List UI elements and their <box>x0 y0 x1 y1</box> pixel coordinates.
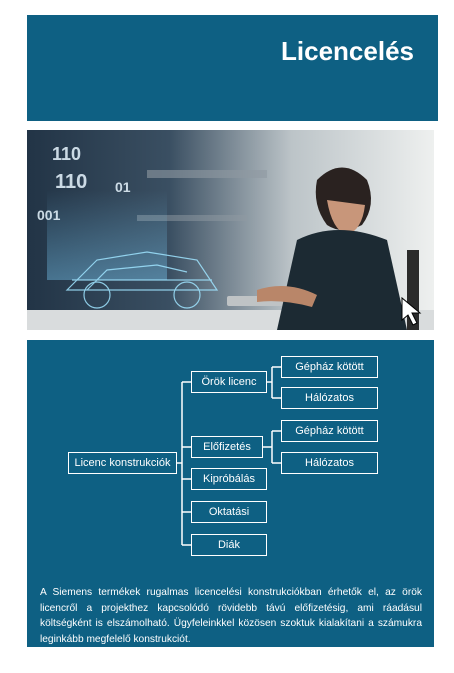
page-title: Licencelés <box>281 36 414 66</box>
branch-node-oktatasi: Oktatási <box>191 501 267 523</box>
binary-text: 001 <box>37 207 61 223</box>
leaf-node-gephez-kotott: Gépház kötött <box>281 356 378 378</box>
binary-text: 110 <box>52 144 81 164</box>
leaf-label: Gépház kötött <box>295 361 364 373</box>
hero-photo-illustration: 110 110 01 001 <box>27 144 434 330</box>
leaf-label: Gépház kötött <box>295 425 364 437</box>
binary-text: 01 <box>115 179 131 195</box>
branch-label: Diák <box>217 539 240 551</box>
binary-text: 110 <box>55 171 87 193</box>
description-text: A Siemens termékek rugalmas licencelési … <box>40 587 422 645</box>
root-node: Licenc konstrukciók <box>68 452 177 474</box>
leaf-node-halozatos: Hálózatos <box>281 387 378 409</box>
branch-label: Kipróbálás <box>203 473 255 485</box>
branch-label: Örök licenc <box>201 376 257 388</box>
branch-node-elofizetes: Előfizetés <box>191 436 263 458</box>
licence-panel: Licenc konstrukciók Örök licenc Előfizet… <box>27 340 434 647</box>
title-banner: Licencelés <box>27 15 438 121</box>
leaf-label: Hálózatos <box>305 457 354 469</box>
hero-photo: 110 110 01 001 <box>27 130 434 330</box>
branch-node-diak: Diák <box>191 534 267 556</box>
leaf-node-gephez-kotott: Gépház kötött <box>281 420 378 442</box>
branch-label: Oktatási <box>208 506 250 518</box>
leaf-label: Hálózatos <box>305 392 354 404</box>
branch-node-orok-licenc: Örök licenc <box>191 371 267 393</box>
tree-connectors <box>177 366 281 546</box>
branch-node-kiprobalas: Kipróbálás <box>191 468 267 490</box>
root-label: Licenc konstrukciók <box>74 457 171 469</box>
leaf-node-halozatos: Hálózatos <box>281 452 378 474</box>
branch-label: Előfizetés <box>203 441 251 453</box>
